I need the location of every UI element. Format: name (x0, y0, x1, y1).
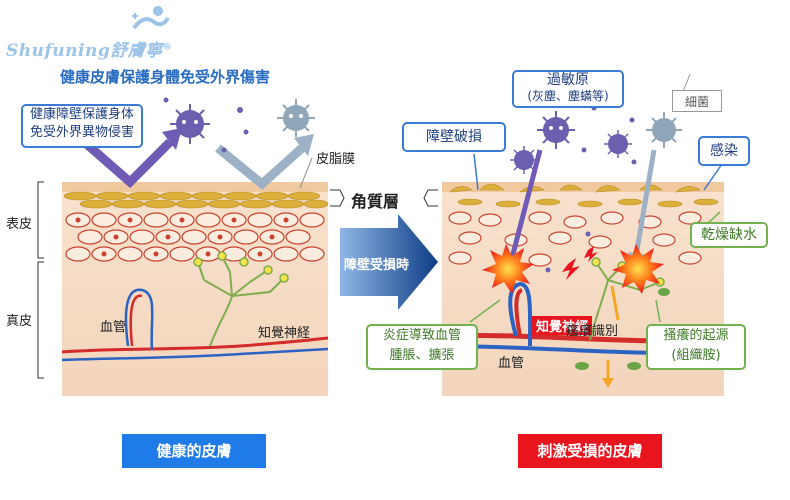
allergen-callout: 過敏原 (灰塵、塵蟎等) (512, 70, 624, 108)
damaged-skin-caption: 刺激受損的皮膚 (518, 434, 662, 468)
dryness-callout: 乾燥缺水 (690, 222, 768, 248)
particles (163, 97, 249, 153)
brand-logo-text: Shufuning舒膚寧® (6, 36, 172, 61)
inflammation-callout: 炎症導致血管 腫脹、擴張 (366, 324, 478, 370)
brand-name: Shufuning (6, 41, 111, 61)
bacteria-icon (277, 99, 315, 137)
itch-origin-line-1: 搔癢的起源 (663, 328, 729, 343)
stratum-corneum-label: 角質層 (351, 192, 400, 211)
lightning-icon (562, 246, 598, 280)
infection-callout: 感染 (698, 136, 750, 166)
brand-logo-icon (132, 6, 170, 30)
brand-suffix: 舒膚寧 (110, 41, 163, 61)
healthy-skin-caption: 健康的皮膚 (122, 434, 266, 468)
left-vessel-label: 血管 (100, 320, 127, 335)
left-title: 健康皮膚保護身體免受外界傷害 (60, 68, 271, 86)
inflammation-line-2: 腫脹、擴張 (389, 348, 455, 363)
virus-icon (510, 111, 632, 174)
right-vessel-label: 血管 (498, 356, 525, 371)
callout-line-2: 免受外界異物侵害 (29, 125, 134, 140)
left-nerve-label: 知覺神経 (258, 326, 311, 341)
left-skin (61, 128, 329, 396)
inflammation-line-1: 炎症導致血管 (382, 328, 461, 343)
epidermis-label: 表皮 (6, 217, 33, 232)
virus-icon (170, 104, 210, 144)
bacteria-callout: 細菌 (672, 90, 722, 112)
layer-brackets (37, 181, 438, 379)
itch-origin-line-2: (組織胺) (671, 348, 721, 363)
allergen-title: 過敏原 (547, 72, 589, 88)
barrier-protect-callout: 健康障壁保護身体 免受外界異物侵害 (21, 104, 143, 148)
histamine-icon (575, 288, 670, 370)
barrier-damage-callout: 障壁破損 (402, 122, 506, 152)
brand-reg: ® (162, 42, 173, 53)
itch-recognition-label: 瘙癢識別 (566, 324, 619, 339)
right-nerve-label: 知覺神經 (532, 316, 593, 335)
explosion-icon (482, 244, 664, 294)
allergen-detail: (灰塵、塵蟎等) (527, 89, 609, 103)
transition-label: 障壁受損時 (344, 258, 410, 273)
arrow-icon (340, 214, 438, 310)
sebum-label: 皮脂膜 (316, 152, 356, 167)
itch-origin-callout: 搔癢的起源 (組織胺) (646, 324, 746, 370)
dermis-label: 真皮 (6, 314, 33, 329)
callout-line-1: 健康障壁保護身体 (29, 107, 134, 122)
bacteria-icon (646, 112, 682, 148)
